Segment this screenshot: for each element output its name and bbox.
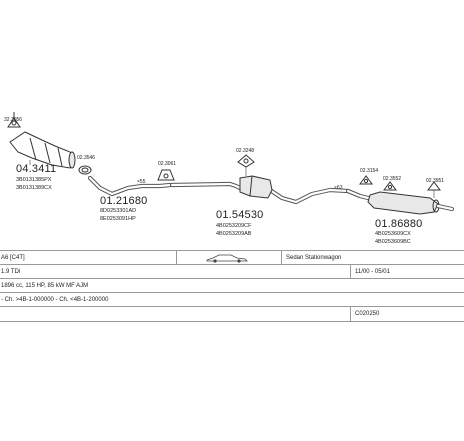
label-clamp-part: 02.3061: [158, 161, 176, 167]
label-middle-silencer-ref2: 4B0253209AB: [216, 231, 252, 237]
label-hanger-rear1: 02.3154: [360, 168, 378, 174]
label-catalyst-ref1: 3B0131385PX: [16, 177, 52, 183]
label-rear-bracket: 02.3951: [426, 178, 444, 184]
hanger-rear1-icon: [359, 175, 373, 185]
car-silhouette-icon: [205, 251, 265, 265]
label-front-pipe-ref2: 8E0253091HP: [100, 216, 136, 222]
set-code-cell: C020250: [355, 311, 380, 317]
engine-spec-cell: 1896 cc, 115 HP, 85 kW MF AJM: [1, 283, 89, 289]
body-type-cell: Sedan Stationwagon: [286, 255, 342, 261]
label-middle-silencer-part: 01.54530: [216, 209, 263, 221]
label-front-pipe-part: 01.21680: [100, 195, 147, 207]
table-row: 1896 cc, 115 HP, 85 kW MF AJM: [0, 278, 464, 293]
hanger-middle-icon: [237, 154, 255, 176]
label-middle-silencer-ref1: 4B0253209CF: [216, 223, 252, 229]
model-cell: A6 [C4T]: [1, 255, 25, 261]
clamp-icon: [157, 169, 175, 181]
table-row: - Ch. >4B-1-000000 - Ch. <4B-1-200000: [0, 292, 464, 307]
hanger-rear2-icon: [383, 181, 397, 191]
table-row: 1.9 TDi 11/00 - 05/01: [0, 264, 464, 279]
label-front-pipe-ref1: 8D0253301AD: [100, 208, 136, 214]
period-cell: 11/00 - 05/01: [355, 269, 390, 275]
label-hanger-middle: 02.3248: [236, 148, 254, 154]
label-hanger-rear2: 02.3552: [383, 176, 401, 182]
label-rear-silencer-ref2: 4B0253609BC: [375, 239, 411, 245]
bracket-top-left-icon: [7, 112, 21, 128]
label-bracket-top-left: 32.3056: [4, 117, 22, 123]
label-catalyst-ref2: 3B0131389CX: [16, 185, 52, 191]
label-clamp-63: ×63: [334, 185, 343, 191]
chassis-range-cell: - Ch. >4B-1-000000 - Ch. <4B-1-200000: [1, 297, 109, 303]
middle-silencer-icon: [169, 175, 351, 205]
label-rear-silencer-part: 01.86880: [375, 218, 422, 230]
label-clamp-55: ×55: [137, 179, 146, 185]
gasket-icon: [78, 165, 92, 175]
engine-cell: 1.9 TDi: [1, 269, 21, 275]
rear-silencer-icon: [345, 188, 455, 215]
label-catalyst-part: 04.3411: [16, 163, 56, 175]
label-rear-silencer-ref1: 4B0253609CX: [375, 231, 411, 237]
label-gasket: 02.3546: [77, 155, 95, 161]
rear-bracket-icon: [427, 181, 441, 198]
exhaust-system-diagram: 32.3056 04.3411 3B0131385PX 3B0131389CX …: [4, 112, 455, 245]
table-row: A6 [C4T] Sedan Stationwagon: [0, 250, 464, 265]
table-row: C020250: [0, 306, 464, 322]
catalyst-icon: [9, 131, 76, 169]
front-pipe-icon: [87, 175, 173, 197]
